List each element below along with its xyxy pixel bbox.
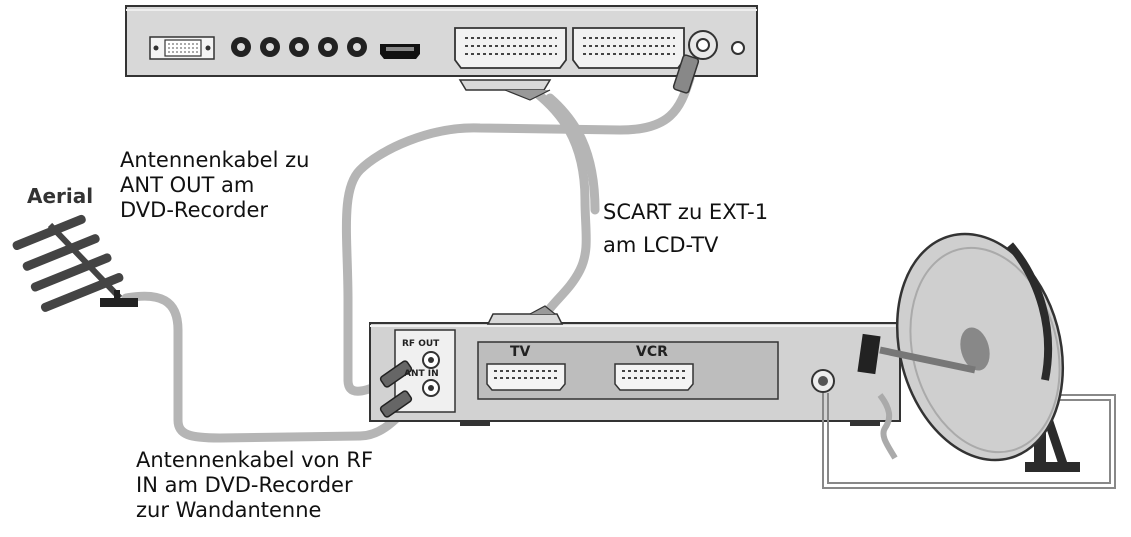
rca-jacks bbox=[231, 37, 367, 57]
scart-plug-top bbox=[458, 79, 552, 101]
label-antenna-from-rf-in-line-3: zur Wandantenne bbox=[136, 498, 322, 522]
label-antenna-to-ant-out-line-3: DVD-Recorder bbox=[120, 198, 269, 222]
satellite-dish-icon bbox=[857, 232, 1080, 472]
scart-connector-icon bbox=[486, 363, 566, 391]
cables bbox=[121, 73, 695, 443]
label-scart-to-ext1-line-1: SCART zu EXT-1 bbox=[603, 200, 769, 224]
vga-port-icon bbox=[149, 36, 215, 60]
ant-in-label: ANT IN bbox=[404, 369, 439, 379]
cable-scart-2 bbox=[545, 93, 600, 215]
rf-out-label: RF OUT bbox=[402, 339, 440, 349]
label-scart-to-ext1: SCART zu EXT-1 am LCD-TV bbox=[603, 196, 768, 262]
coax-plug-icon bbox=[379, 390, 413, 418]
label-antenna-from-rf-in-line-1: Antennenkabel von RF bbox=[136, 448, 374, 472]
vcr-scart-label: VCR bbox=[636, 344, 668, 360]
label-antenna-to-ant-out-line-1: Antennenkabel zu bbox=[120, 148, 310, 172]
aerial-antenna-icon bbox=[12, 214, 138, 312]
label-antenna-from-rf-in: Antennenkabel von RF IN am DVD-Recorder … bbox=[136, 448, 373, 523]
scart-plug-bottom bbox=[486, 305, 564, 325]
scart-connector-icon bbox=[572, 27, 685, 69]
coax-plug-icon bbox=[672, 54, 700, 94]
tv-scart-label: TV bbox=[510, 344, 531, 360]
cable-aerial-to-ant-in bbox=[121, 291, 410, 443]
cable-rf-out-to-tv bbox=[341, 73, 695, 396]
coax-plug-icon bbox=[379, 360, 413, 388]
coax-port-icon bbox=[688, 30, 745, 60]
lcd-tv-rear-panel bbox=[125, 5, 758, 77]
label-antenna-to-ant-out-line-2: ANT OUT am bbox=[120, 173, 255, 197]
label-antenna-to-ant-out: Antennenkabel zu ANT OUT am DVD-Recorder bbox=[120, 148, 309, 223]
satellite-cable bbox=[822, 393, 1116, 489]
aerial-label: Aerial bbox=[27, 184, 93, 208]
scart-connector-icon bbox=[614, 363, 694, 391]
scart-connector-icon bbox=[454, 27, 567, 69]
dvd-recorder-rear-panel bbox=[369, 322, 901, 426]
cable-scart bbox=[525, 83, 591, 320]
hdmi-port-icon bbox=[380, 44, 420, 59]
label-scart-to-ext1-line-2: am LCD-TV bbox=[603, 233, 719, 257]
label-antenna-from-rf-in-line-2: IN am DVD-Recorder bbox=[136, 473, 353, 497]
